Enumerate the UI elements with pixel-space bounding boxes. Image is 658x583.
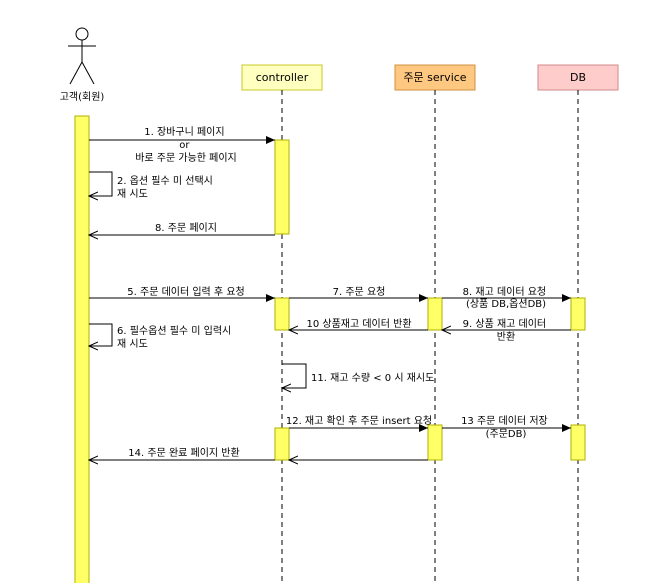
service-box[interactable] [394, 64, 476, 91]
service-label: 주문 service [403, 71, 466, 84]
service-activation-2 [427, 424, 443, 461]
db-label: DB [570, 71, 586, 84]
message-6-self-arrow [89, 323, 113, 346]
controller-activation-1 [274, 139, 290, 235]
actor-activation-bar [74, 115, 90, 583]
actor-label: 고객(회원) [60, 91, 105, 103]
db-activation-1 [570, 297, 586, 331]
message-13-label: 13 주문 데이터 저장 (주문DB) [461, 415, 551, 440]
message-6-label: 6. 필수옵션 필수 미 입력시 재 시도 [117, 324, 234, 350]
message-2-self-arrow [89, 171, 113, 196]
message-8-db-label: 8. 재고 데이터 요청 (상품 DB,옵션DB) [463, 286, 550, 310]
service-activation-1 [427, 297, 443, 331]
message-5-label: 5. 주문 데이터 입력 후 요청 [127, 285, 244, 298]
message-1-label: 1. 장바구니 페이지 or 바로 주문 가능한 페이지 [135, 126, 237, 164]
controller-box[interactable] [241, 64, 323, 91]
message-10-label: 10 상품재고 데이터 반환 [306, 318, 411, 330]
message-8-return-label: 8. 주문 페이지 [155, 222, 217, 234]
message-2-label: 2. 옵션 필수 미 선택시 재 시도 [117, 175, 216, 200]
message-9-label: 9. 상품 재고 데이터 반환 [463, 318, 550, 343]
db-activation-2 [570, 424, 586, 461]
message-14-label: 14. 주문 완료 페이지 반환 [128, 447, 239, 459]
message-11-label: 11. 재고 수량 < 0 시 재시도 [311, 372, 434, 384]
message-7-label: 7. 주문 요청 [333, 286, 386, 298]
db-box[interactable] [537, 64, 619, 91]
actor-figure-icon [68, 27, 96, 85]
controller-activation-3 [274, 427, 290, 461]
message-11-self-arrow [282, 363, 307, 388]
controller-label: controller [256, 71, 309, 84]
message-12-label: 12. 재고 확인 후 주문 insert 요청 [286, 415, 432, 427]
controller-activation-2 [274, 297, 290, 331]
